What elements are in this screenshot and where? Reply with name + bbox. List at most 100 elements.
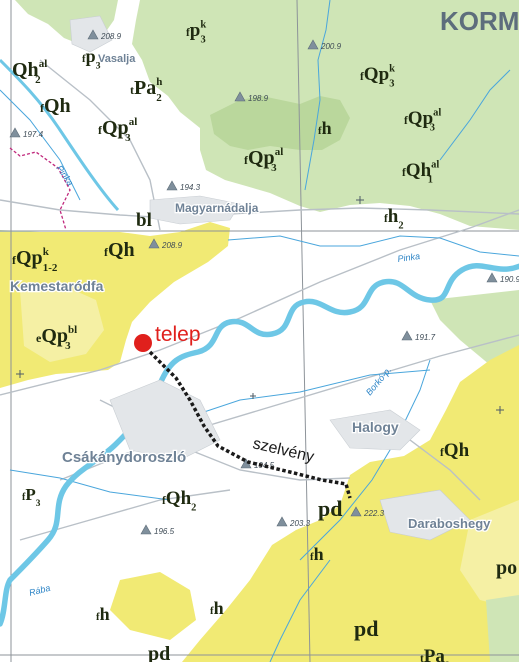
- unit-prefix: f: [104, 245, 109, 259]
- elevation-triangle: [401, 330, 413, 341]
- unit-prefix: f: [210, 605, 214, 617]
- unit-main: p: [190, 20, 201, 41]
- unit-prefix: f: [82, 53, 86, 65]
- unit-label: fh: [210, 598, 224, 618]
- unit-superscript: al: [129, 116, 138, 128]
- road-4: [39, 59, 161, 231]
- yellow-south-strip: [110, 572, 196, 640]
- unit-label: fQh: [440, 440, 470, 461]
- place-halogy: Halogy: [352, 419, 399, 435]
- unit-main: Qp: [364, 64, 389, 85]
- cross-3: [16, 370, 24, 378]
- stream-6: [179, 369, 431, 421]
- unit-prefix: f: [12, 253, 17, 267]
- pinka-river: [0, 58, 120, 212]
- unit-subscript: 3: [271, 162, 277, 174]
- unit-main: bl: [136, 210, 152, 231]
- village-csakanydoroszlo: [109, 379, 221, 461]
- corner-label: KORM: [440, 6, 519, 36]
- stream-borko: [299, 359, 431, 561]
- unit-prefix: t: [420, 653, 424, 662]
- elevation-triangle: [234, 91, 246, 102]
- elevation-label: 197.4: [23, 130, 44, 139]
- yellow-southeast-area: [182, 345, 519, 662]
- elevation-triangle: [486, 272, 498, 283]
- village-daraboshegy: [379, 489, 471, 541]
- unit-subscript: 3: [65, 340, 71, 352]
- unit-main: po: [496, 557, 517, 579]
- unit-label: fh: [318, 118, 332, 138]
- unit-main: P: [25, 485, 35, 504]
- unit-main: Qh: [12, 59, 39, 81]
- unit-prefix: f: [384, 213, 388, 225]
- unit-main: Qh: [44, 95, 71, 117]
- elevation-triangle: [140, 524, 152, 535]
- stream-2: [304, 0, 331, 191]
- place-vasalja: Vasalja: [98, 53, 136, 65]
- water-pinka-east: Pinka: [397, 251, 421, 264]
- unit-prefix: f: [98, 123, 103, 137]
- elevation-label: 208.9: [100, 32, 122, 41]
- elevation-label: 222.3: [363, 509, 385, 518]
- unit-main: h: [322, 118, 332, 138]
- unit-superscript: h: [156, 76, 162, 88]
- unit-label: fp3: [82, 46, 101, 71]
- unit-main: Pa: [134, 77, 156, 99]
- unit-superscript: al: [433, 107, 441, 118]
- unit-prefix: f: [402, 167, 406, 179]
- unit-subscript: 3: [430, 123, 435, 134]
- unit-label: fQh: [40, 95, 71, 117]
- unit-label: fh: [96, 604, 110, 624]
- unit-prefix: f: [22, 492, 26, 503]
- road-1: [0, 209, 519, 396]
- cross-4: [250, 393, 256, 399]
- stream-7: [9, 469, 171, 501]
- elevation-label: 203.3: [289, 519, 311, 528]
- unit-label: fP3: [22, 485, 41, 509]
- elevation-label: 196.5: [154, 527, 175, 536]
- village-blocks: [69, 15, 471, 541]
- green-southeast-patch: [486, 595, 519, 662]
- profile-line: [148, 350, 352, 499]
- unit-superscript: k: [43, 246, 50, 258]
- unit-label: pd: [318, 496, 342, 521]
- unit-main: Qh: [444, 440, 470, 461]
- stream-5: [0, 89, 81, 201]
- unit-superscript: al: [275, 146, 284, 158]
- village-magyarnadalja: [149, 195, 241, 225]
- unit-main: p: [86, 46, 96, 66]
- unit-label: pd: [354, 616, 378, 641]
- stream-8: [269, 559, 331, 662]
- unit-main: h: [314, 544, 324, 564]
- unit-prefix: f: [40, 101, 45, 115]
- unit-main: h: [388, 206, 399, 227]
- place-magyarnadalja: Magyarnádalja: [175, 201, 259, 215]
- elevation-label: 191.7: [415, 333, 436, 342]
- unit-main: Qp: [16, 247, 43, 269]
- unit-label: pd: [148, 643, 170, 662]
- cross-1: [356, 196, 364, 204]
- unit-prefix: f: [162, 495, 166, 507]
- elevation-triangle: [307, 39, 319, 50]
- yellow-light-patch: [20, 284, 104, 362]
- unit-prefix: f: [318, 125, 322, 137]
- unit-prefix: f: [96, 611, 100, 623]
- place-names: KemestaródfaMagyarnádaljaCsákánydoroszló…: [9, 52, 493, 533]
- place-kemestarodfa: Kemestaródfa: [10, 278, 104, 294]
- unit-subscript: 1: [428, 175, 433, 186]
- telep-marker[interactable]: [134, 334, 152, 352]
- telep-label: telep: [155, 323, 201, 346]
- unit-subscript: 3: [125, 132, 131, 144]
- elevation-label: 190.9: [500, 275, 519, 284]
- unit-label: fh: [310, 544, 324, 564]
- unit-prefix: f: [244, 153, 249, 167]
- unit-main: Qp: [408, 108, 433, 129]
- elevation-triangle: [87, 29, 99, 40]
- unit-subscript: 2: [445, 661, 450, 662]
- unit-subscript: 3: [36, 499, 41, 509]
